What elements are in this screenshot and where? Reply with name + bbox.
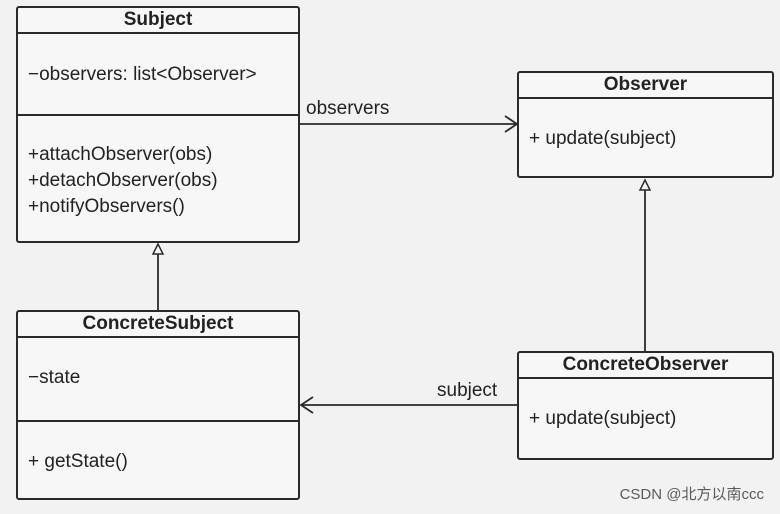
operations-section-observer: + update(subject) <box>519 99 772 152</box>
operations-section-concrete-observer: + update(subject) <box>519 379 772 432</box>
operation-detach-observer: +detachObserver(obs) <box>28 170 218 191</box>
class-box-concrete-observer[interactable]: ConcreteObserver + update(subject) <box>517 351 774 460</box>
operation-update: + update(subject) <box>529 128 677 149</box>
association-label-observers: observers <box>306 98 390 119</box>
attribute-state: −state <box>28 367 81 388</box>
class-name-concrete-observer: ConcreteObserver <box>519 353 772 379</box>
operation-update-concrete: + update(subject) <box>529 408 677 429</box>
operations-section-concrete-subject: + getState() <box>18 422 298 475</box>
class-box-observer[interactable]: Observer + update(subject) <box>517 71 774 178</box>
watermark-text: CSDN @北方以南ccc <box>619 486 764 503</box>
operations-section-subject: +attachObserver(obs) +detachObserver(obs… <box>18 116 298 220</box>
class-box-subject[interactable]: Subject −observers: list<Observer> +atta… <box>16 6 300 243</box>
attributes-section-concrete-subject: −state <box>18 338 298 422</box>
class-name-concrete-subject: ConcreteSubject <box>18 312 298 338</box>
class-box-concrete-subject[interactable]: ConcreteSubject −state + getState() <box>16 310 300 500</box>
operation-attach-observer: +attachObserver(obs) <box>28 144 213 165</box>
association-label-subject: subject <box>437 380 498 401</box>
open-arrowhead-observers <box>504 115 519 133</box>
attributes-section-subject: −observers: list<Observer> <box>18 34 298 116</box>
class-name-subject: Subject <box>18 8 298 34</box>
operation-notify-observers: +notifyObservers() <box>28 196 185 217</box>
hollow-triangle-observer <box>638 178 652 191</box>
class-name-observer: Observer <box>519 73 772 99</box>
open-arrowhead-subject <box>299 396 314 414</box>
attribute-observers: −observers: list<Observer> <box>28 64 257 85</box>
hollow-triangle-subject <box>151 242 165 255</box>
operation-get-state: + getState() <box>28 451 128 472</box>
